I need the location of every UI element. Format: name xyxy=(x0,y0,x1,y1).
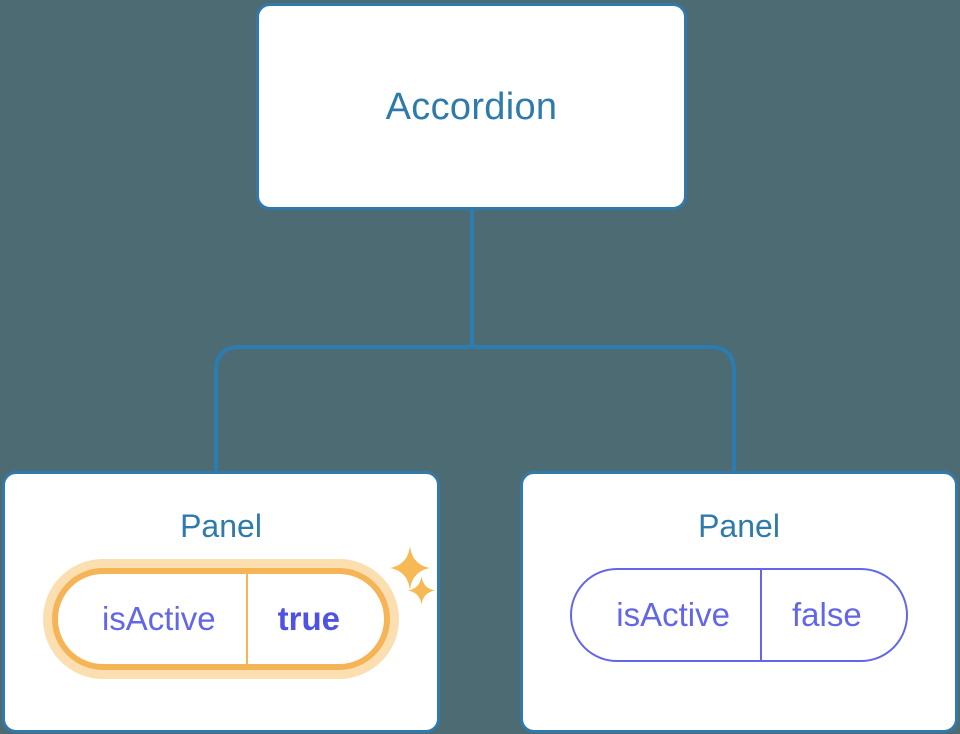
node-title-panel-inactive: Panel xyxy=(698,508,780,544)
prop-value-cell: true xyxy=(245,574,384,664)
prop-pill-wrapper-inactive: isActive false xyxy=(570,568,908,662)
prop-pill-isactive-true[interactable]: isActive true xyxy=(51,568,391,670)
prop-key-cell: isActive xyxy=(572,570,760,660)
node-title-panel-active: Panel xyxy=(180,508,262,544)
prop-pill-isactive-false[interactable]: isActive false xyxy=(570,568,908,662)
edge-branch-right xyxy=(472,345,736,471)
prop-value-label: false xyxy=(791,596,862,633)
prop-value-label: true xyxy=(277,600,341,637)
prop-value-cell: false xyxy=(759,570,906,660)
prop-key-label: isActive xyxy=(616,596,730,633)
node-accordion[interactable]: Accordion xyxy=(256,3,687,210)
prop-key-cell: isActive xyxy=(58,574,246,664)
node-panel-inactive[interactable]: Panel isActive false xyxy=(520,471,958,733)
prop-key-label: isActive xyxy=(101,600,216,637)
node-panel-active[interactable]: Panel isActive true xyxy=(2,471,440,733)
prop-pill-wrapper-active: isActive true xyxy=(51,568,391,670)
node-title-accordion: Accordion xyxy=(385,85,558,128)
edge-branch-left xyxy=(214,345,472,471)
